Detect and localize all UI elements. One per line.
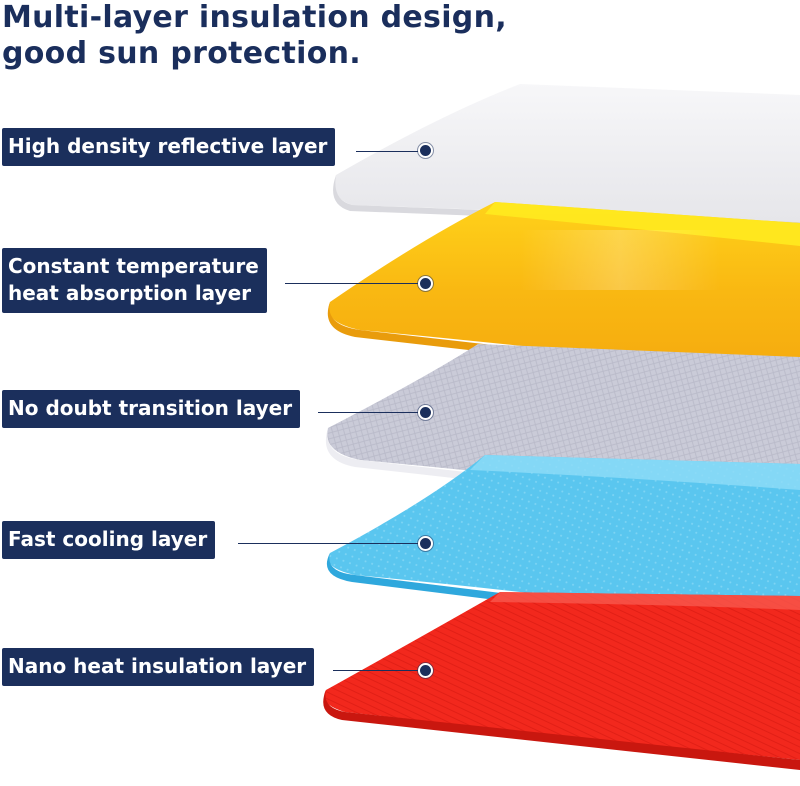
connector-line [333, 670, 423, 671]
label-cooling-layer: Fast cooling layer [2, 521, 216, 559]
label-heat-absorption-layer-line-1: Constant temperature [8, 254, 259, 278]
label-heat-absorption-layer-line-2: heat absorption layer [8, 281, 252, 305]
label-transition-layer: No doubt transition layer [2, 390, 301, 428]
sheen-highlight [520, 230, 720, 290]
connector-line [238, 543, 422, 544]
label-nano-insulation-layer: Nano heat insulation layer [2, 648, 315, 686]
page-title: Multi-layer insulation design, good sun … [2, 0, 507, 72]
connector-line [285, 283, 423, 284]
connector-line [318, 412, 422, 413]
label-cooling-layer-text: Fast cooling layer [8, 527, 208, 551]
dot-marker-icon [418, 143, 433, 158]
reflective-layer-sheet [333, 84, 800, 228]
dot-marker-icon [418, 663, 433, 678]
dot-marker-icon [418, 405, 433, 420]
label-reflective-layer: High density reflective layer [2, 128, 336, 166]
title-line-1: Multi-layer insulation design, [2, 0, 507, 35]
label-nano-insulation-layer-text: Nano heat insulation layer [8, 654, 307, 678]
dot-marker-icon [418, 276, 433, 291]
dot-marker-icon [418, 536, 433, 551]
label-heat-absorption-layer: Constant temperature heat absorption lay… [2, 248, 267, 313]
label-transition-layer-text: No doubt transition layer [8, 396, 293, 420]
nano-insulation-layer-sheet [323, 592, 800, 770]
title-line-2: good sun protection. [2, 36, 361, 71]
connector-line [356, 151, 424, 152]
label-reflective-layer-text: High density reflective layer [8, 134, 328, 158]
